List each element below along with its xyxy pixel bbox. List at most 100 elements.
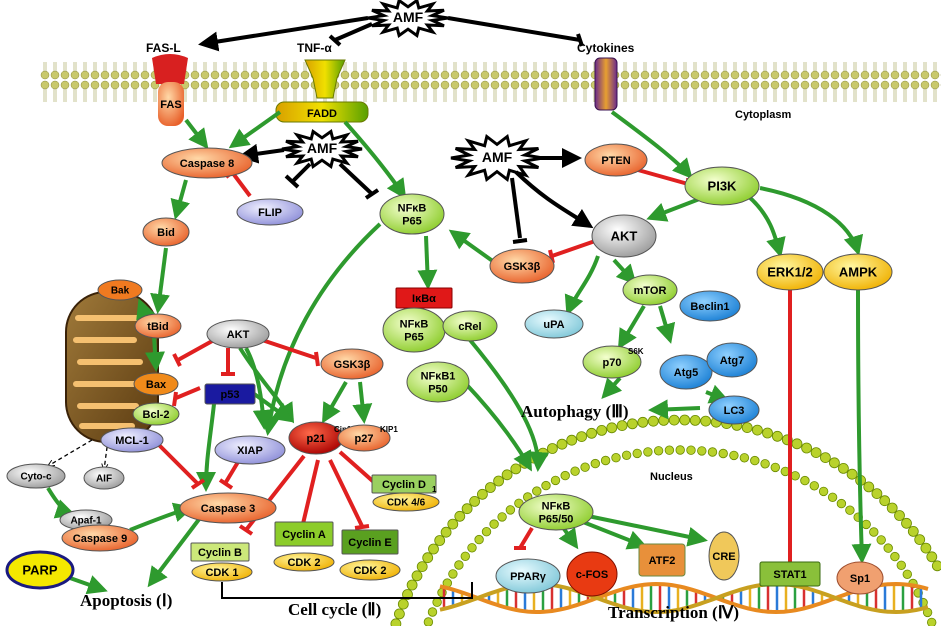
amf-star-top: AMF bbox=[367, 0, 449, 38]
svg-text:Cyclin E: Cyclin E bbox=[348, 537, 391, 549]
svg-text:Atg7: Atg7 bbox=[720, 355, 744, 367]
fasl-label: FAS-L bbox=[146, 41, 181, 55]
atg7-node: Atg7 bbox=[706, 342, 758, 378]
svg-text:1: 1 bbox=[432, 485, 437, 494]
svg-text:CRE: CRE bbox=[712, 551, 735, 563]
transcription-label: Transcription (Ⅳ) bbox=[608, 603, 739, 622]
plasma-membrane bbox=[40, 62, 941, 102]
svg-text:IκBα: IκBα bbox=[412, 293, 436, 305]
svg-text:Caspase 3: Caspase 3 bbox=[201, 503, 255, 515]
svg-text:ATF2: ATF2 bbox=[649, 555, 676, 567]
akt-mid-node: AKT bbox=[591, 214, 657, 258]
svg-text:GSK3β: GSK3β bbox=[334, 359, 371, 371]
pten-node: PTEN bbox=[584, 143, 648, 177]
svg-text:S6K: S6K bbox=[628, 347, 644, 356]
svg-text:Caspase 9: Caspase 9 bbox=[73, 533, 127, 545]
flip-node: FLIP bbox=[236, 198, 304, 226]
cytokine-receptor bbox=[594, 57, 618, 111]
aif-node: AIF bbox=[83, 466, 125, 490]
gsk3b-left-node: GSK3β bbox=[320, 348, 384, 380]
svg-text:AMF: AMF bbox=[307, 140, 338, 156]
svg-text:Bax: Bax bbox=[146, 379, 167, 391]
cytoplasm-label: Cytoplasm bbox=[735, 109, 791, 121]
cellcycle-bracket bbox=[221, 582, 473, 599]
p70-node: p70 S6K bbox=[582, 345, 644, 379]
svg-text:PARP: PARP bbox=[22, 563, 57, 578]
svg-text:PTEN: PTEN bbox=[601, 155, 630, 167]
svg-text:CDK 2: CDK 2 bbox=[287, 557, 320, 569]
p53-node: p53 bbox=[204, 383, 256, 405]
autophagy-label: Autophagy (Ⅲ) bbox=[521, 402, 629, 421]
svg-text:CDK 2: CDK 2 bbox=[353, 565, 386, 577]
cytokines-label: Cytokines bbox=[577, 41, 635, 55]
mtor-node: mTOR bbox=[622, 274, 678, 306]
beclin1-node: Beclin1 bbox=[679, 290, 741, 322]
gsk3b-mid-node: GSK3β bbox=[489, 248, 555, 284]
svg-text:CDK 1: CDK 1 bbox=[205, 567, 238, 579]
svg-text:GSK3β: GSK3β bbox=[504, 261, 541, 273]
svg-text:NFκB: NFκB bbox=[400, 319, 429, 331]
svg-text:Cyclin D: Cyclin D bbox=[382, 479, 426, 491]
svg-text:CDK 4/6: CDK 4/6 bbox=[387, 498, 426, 509]
cyclin-d-node: Cyclin D 1 bbox=[371, 474, 437, 494]
svg-text:p27: p27 bbox=[355, 433, 374, 445]
lc3-node: LC3 bbox=[708, 395, 760, 425]
svg-text:NFκB: NFκB bbox=[398, 203, 427, 215]
cdk2a-node: CDK 2 bbox=[273, 552, 335, 572]
svg-text:Cyclin B: Cyclin B bbox=[198, 547, 242, 559]
amf-star-left: AMF bbox=[281, 129, 363, 169]
sp1-node: Sp1 bbox=[836, 561, 884, 595]
atg5-node: Atg5 bbox=[659, 354, 713, 390]
cfos-node: c-FOS bbox=[566, 551, 618, 597]
svg-text:Bak: Bak bbox=[111, 286, 130, 297]
svg-text:Bcl-2: Bcl-2 bbox=[143, 409, 170, 421]
svg-text:ERK1/2: ERK1/2 bbox=[767, 265, 813, 280]
svg-text:Sp1: Sp1 bbox=[850, 573, 870, 585]
cyclin-b-node: Cyclin B bbox=[190, 542, 250, 562]
tbid-node: tBid bbox=[134, 313, 182, 339]
bax-node: Bax bbox=[133, 372, 179, 396]
svg-text:cRel: cRel bbox=[458, 321, 481, 333]
caspase3-node: Caspase 3 bbox=[179, 492, 277, 524]
cdk2e-node: CDK 2 bbox=[339, 559, 401, 581]
svg-text:c-FOS: c-FOS bbox=[576, 569, 608, 581]
nucleus-label: Nucleus bbox=[650, 471, 693, 483]
ampk-node: AMPK bbox=[823, 253, 893, 291]
svg-text:Cyto-c: Cyto-c bbox=[20, 472, 52, 483]
atf2-node: ATF2 bbox=[638, 543, 686, 577]
amf-star-mid: AMF bbox=[450, 134, 544, 182]
svg-text:NFκB1: NFκB1 bbox=[421, 371, 456, 383]
cdk1-node: CDK 1 bbox=[191, 562, 253, 582]
svg-text:Cip1: Cip1 bbox=[334, 425, 352, 434]
akt-left-node: AKT bbox=[206, 319, 270, 349]
crel-node: cRel bbox=[442, 310, 498, 342]
svg-text:p70: p70 bbox=[603, 357, 622, 369]
svg-text:MCL-1: MCL-1 bbox=[115, 435, 149, 447]
svg-text:PPARγ: PPARγ bbox=[510, 571, 547, 583]
tnf-receptor: FADD bbox=[275, 59, 369, 123]
cellcycle-label: Cell cycle (Ⅱ) bbox=[288, 600, 381, 619]
svg-text:AIF: AIF bbox=[96, 474, 112, 485]
ikba-node: IκBα bbox=[395, 287, 453, 309]
svg-text:Caspase 8: Caspase 8 bbox=[180, 158, 234, 170]
svg-text:Beclin1: Beclin1 bbox=[690, 301, 729, 313]
svg-text:Cyclin A: Cyclin A bbox=[282, 529, 326, 541]
svg-text:AMPK: AMPK bbox=[839, 265, 878, 280]
caspase8-node: Caspase 8 bbox=[161, 147, 253, 179]
cyclin-a-node: Cyclin A bbox=[274, 521, 334, 547]
svg-text:P65: P65 bbox=[402, 216, 422, 228]
xiap-node: XIAP bbox=[214, 435, 286, 465]
svg-text:LC3: LC3 bbox=[724, 405, 745, 417]
upa-node: uPA bbox=[524, 309, 584, 339]
cre-node: CRE bbox=[708, 531, 740, 581]
svg-text:FADD: FADD bbox=[307, 108, 337, 120]
svg-text:Atg5: Atg5 bbox=[674, 367, 698, 379]
svg-text:NFκB: NFκB bbox=[542, 501, 571, 513]
